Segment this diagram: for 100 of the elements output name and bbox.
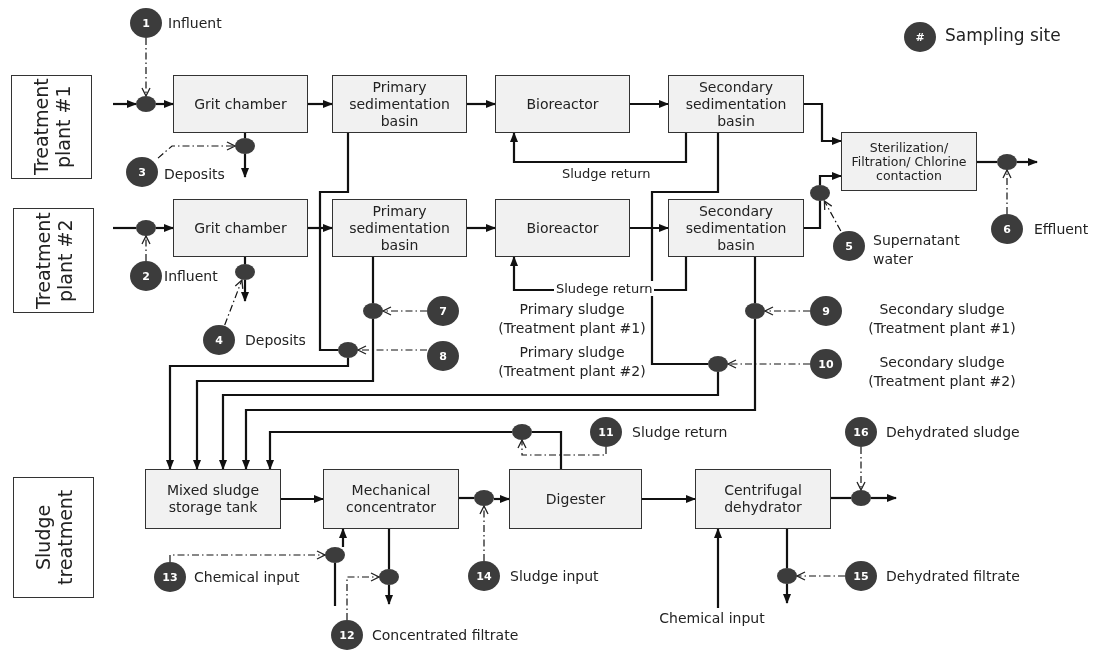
process-box: Primary sedimentation basin <box>332 75 467 133</box>
section-label-box: Treatment plant #1 <box>11 75 92 179</box>
leader-line <box>141 37 151 97</box>
sampling-site-label: Sludge return <box>632 423 728 442</box>
leader-line <box>382 306 428 316</box>
leader-line <box>1002 169 1012 215</box>
flow-arrow <box>156 100 174 108</box>
process-box: Grit chamber <box>173 75 308 133</box>
sampling-point <box>325 547 345 563</box>
process-box: Centrifugal dehydrator <box>695 469 831 529</box>
flow-line <box>977 160 997 164</box>
process-box: Secondary sedimentation basin <box>668 75 804 133</box>
flow-line <box>243 133 247 138</box>
leader-line <box>169 550 326 563</box>
sampling-marker: 5 <box>833 231 865 261</box>
sampling-point <box>474 490 494 506</box>
flow-line <box>804 201 822 230</box>
leader-line <box>346 572 380 621</box>
process-box: Bioreactor <box>495 199 630 257</box>
process-box: Mixed sludge storage tank <box>145 469 281 529</box>
sampling-site-label: Dehydrated sludge <box>886 423 1020 442</box>
input-label: Chemical input <box>656 608 768 628</box>
sampling-marker: 15 <box>845 561 877 591</box>
sampling-point <box>745 303 765 319</box>
flow-arrow <box>467 224 496 232</box>
flow-arrow <box>510 132 688 164</box>
sampling-site-label: Deposits <box>245 331 306 350</box>
flow-arrow <box>642 495 696 503</box>
sampling-marker: 9 <box>810 296 842 326</box>
flow-arrow <box>871 494 897 502</box>
process-box: Primary sedimentation basin <box>332 199 467 257</box>
leader-line <box>856 446 866 491</box>
flow-arrow <box>630 100 669 108</box>
sampling-point <box>851 490 871 506</box>
flow-line <box>387 529 391 569</box>
leader-line <box>823 200 842 232</box>
sampling-marker: 4 <box>203 325 235 355</box>
leader-line <box>357 345 428 355</box>
legend-marker: # <box>904 22 936 52</box>
flow-arrow <box>193 319 375 470</box>
sampling-marker: 16 <box>845 417 877 447</box>
flow-arrow <box>308 100 333 108</box>
flow-arrow <box>783 584 791 604</box>
leader-line <box>224 279 244 326</box>
flow-arrow <box>266 430 512 470</box>
sampling-site-label: Effluent <box>1034 220 1089 239</box>
sampling-point <box>235 264 255 280</box>
sampling-point <box>136 96 156 112</box>
sampling-point <box>997 154 1017 170</box>
section-label-box: Treatment plant #2 <box>13 208 94 313</box>
flow-arrow <box>156 224 174 232</box>
sampling-site-label: Concentrated filtrate <box>372 626 519 645</box>
flow-arrow <box>714 528 722 608</box>
sampling-point <box>363 303 383 319</box>
flow-arrow <box>281 495 324 503</box>
sampling-marker: 3 <box>126 157 158 187</box>
flow-arrow <box>339 528 347 547</box>
sampling-point <box>235 138 255 154</box>
flow-arrow <box>818 172 842 185</box>
leader-line <box>796 571 846 581</box>
flow-arrow <box>308 224 333 232</box>
flow-arrow <box>241 280 249 302</box>
sampling-point <box>338 342 358 358</box>
flow-line <box>753 257 757 303</box>
leader-line <box>727 359 811 369</box>
flow-line <box>785 529 789 568</box>
flow-arrow <box>166 358 350 470</box>
sampling-site-label: Influent <box>164 267 218 286</box>
flow-line <box>650 133 720 366</box>
flow-line <box>371 257 375 303</box>
leader-line <box>517 439 607 456</box>
sampling-marker: 7 <box>427 296 459 326</box>
flow-line <box>243 257 247 264</box>
process-box: Mechanical concentrator <box>323 469 459 529</box>
flow-arrow <box>242 319 757 470</box>
sampling-site-label: Secondary sludge (Treatment plant #1) <box>867 300 1017 338</box>
sampling-marker: 10 <box>810 349 842 379</box>
flow-arrow <box>467 100 496 108</box>
process-box: Grit chamber <box>173 199 308 257</box>
legend-text: Sampling site <box>945 26 1061 45</box>
flow-arrow <box>1017 158 1038 166</box>
flow-line <box>333 563 337 606</box>
process-box: Digester <box>509 469 642 529</box>
sampling-marker: 8 <box>427 341 459 371</box>
sampling-point <box>379 569 399 585</box>
sampling-point <box>777 568 797 584</box>
sampling-marker: 2 <box>130 261 162 291</box>
sampling-marker: 11 <box>590 417 622 447</box>
edge-label: Sludege return <box>554 281 655 296</box>
flow-line <box>532 430 563 469</box>
flow-arrow <box>630 224 669 232</box>
flow-arrow <box>113 100 137 108</box>
edge-label: Sludge return <box>560 166 653 181</box>
leader-line <box>479 505 489 562</box>
flow-line <box>113 226 136 230</box>
process-box: Secondary sedimentation basin <box>668 199 804 257</box>
sampling-marker: 14 <box>468 561 500 591</box>
sampling-site-label: Influent <box>168 14 222 33</box>
sampling-point <box>512 424 532 440</box>
sampling-point <box>810 185 830 201</box>
